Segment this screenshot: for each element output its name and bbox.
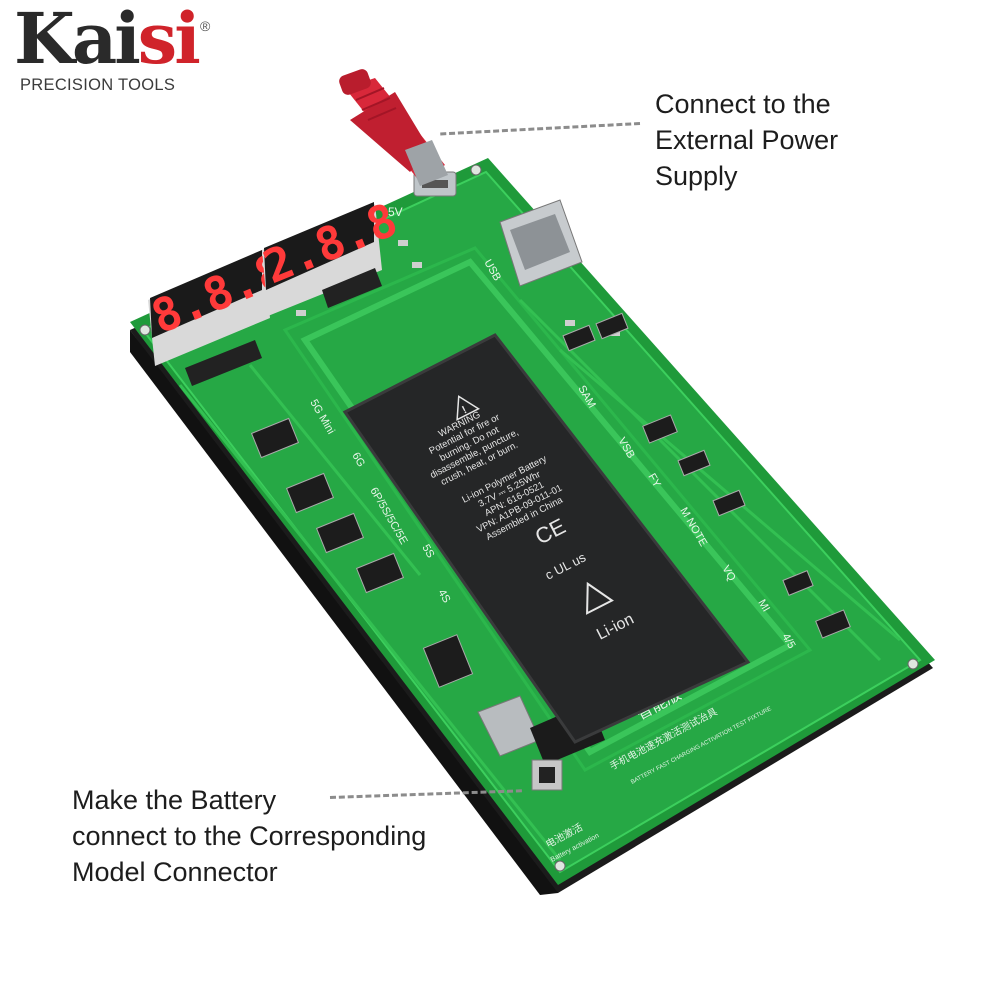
- svg-text:4S: 4S: [435, 588, 452, 606]
- recycle-icon: [586, 581, 614, 615]
- registered-mark: ®: [200, 18, 211, 34]
- svg-text:5S: 5S: [419, 543, 436, 561]
- callout-power-supply: Connect to the External Power Supply: [655, 89, 839, 191]
- callout-battery-connector: Make the Battery connect to the Correspo…: [72, 785, 427, 887]
- red-power-cable: [339, 69, 448, 186]
- brand-logo: Kaisi ® PRECISION TOOLS: [14, 4, 214, 100]
- svg-text:5V: 5V: [388, 205, 403, 219]
- brand-tagline: PRECISION TOOLS: [20, 76, 176, 94]
- svg-text:MI: MI: [755, 598, 772, 615]
- svg-text:!: !: [460, 404, 469, 416]
- brand-name: Kaisi: [14, 0, 201, 80]
- battery: ! WARNING Potential for fire or burning.…: [342, 333, 751, 744]
- push-button: [531, 759, 563, 791]
- usb-a-port: [499, 199, 583, 287]
